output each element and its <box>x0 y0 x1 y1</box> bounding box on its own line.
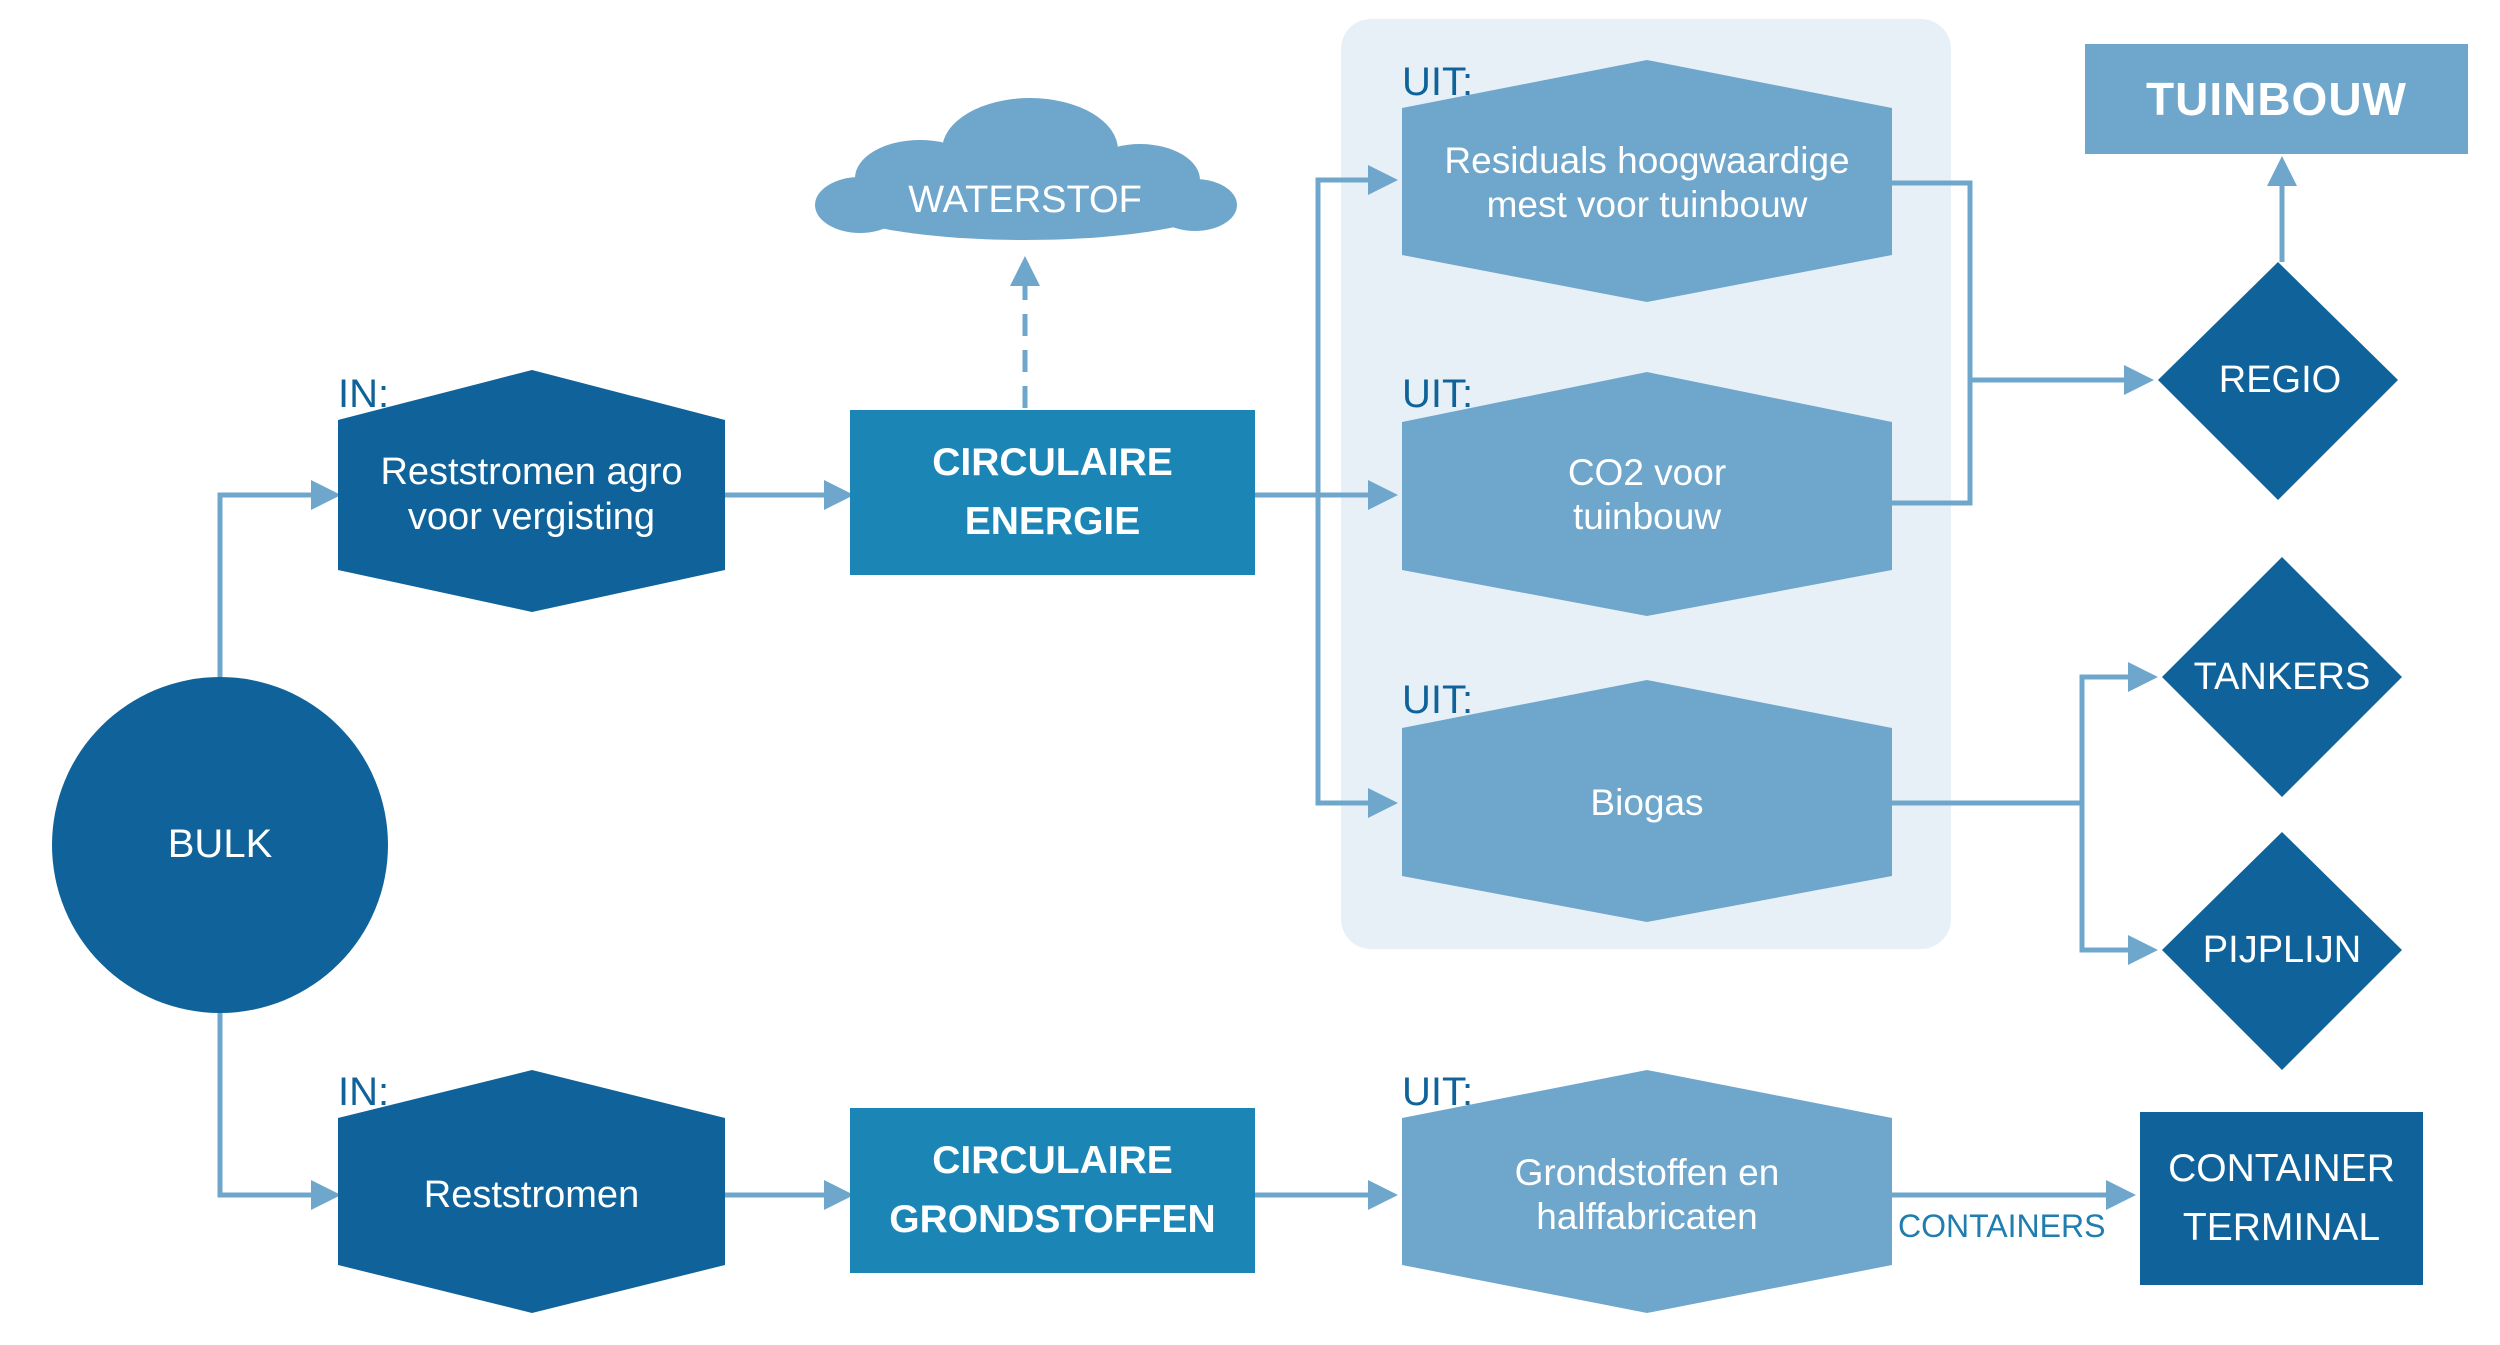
reststromen-node <box>338 1070 725 1313</box>
connector-energie-residuals <box>1315 165 1398 495</box>
connector-energie-biogas <box>1315 495 1398 818</box>
containers-label: CONTAINERS <box>1898 1208 2106 1244</box>
uit-2-label: UIT: <box>1402 372 1474 416</box>
uit-4-label: UIT: <box>1402 1070 1474 1114</box>
connector-bulk-agro <box>217 480 341 680</box>
in-bottom-label: IN: <box>338 1070 390 1114</box>
bulk-node <box>52 677 388 1013</box>
connector-biogas-pijplijn <box>2079 803 2158 965</box>
grondstoffen-node <box>1402 1070 1892 1313</box>
connector-bulk-reststromen <box>217 1010 341 1210</box>
pijplijn-node <box>2162 832 2402 1070</box>
reststromen-agro-node <box>338 370 725 612</box>
co2-node <box>1402 372 1892 616</box>
tankers-node <box>2162 557 2402 797</box>
connector-residuals-regio <box>1892 180 1973 506</box>
container-terminal-node <box>2140 1112 2423 1285</box>
regio-node <box>2158 262 2398 500</box>
uit-1-label: UIT: <box>1402 60 1474 104</box>
in-top-label: IN: <box>338 372 390 416</box>
connector-biogas-tankers <box>2079 662 2158 803</box>
residuals-node <box>1402 60 1892 302</box>
circulaire-energie-node <box>850 410 1255 575</box>
circulaire-grondstoffen-node <box>850 1108 1255 1273</box>
uit-3-label: UIT: <box>1402 678 1474 722</box>
waterstof-cloud <box>815 98 1237 240</box>
tuinbouw-node <box>2085 44 2468 154</box>
biogas-node <box>1402 680 1892 922</box>
